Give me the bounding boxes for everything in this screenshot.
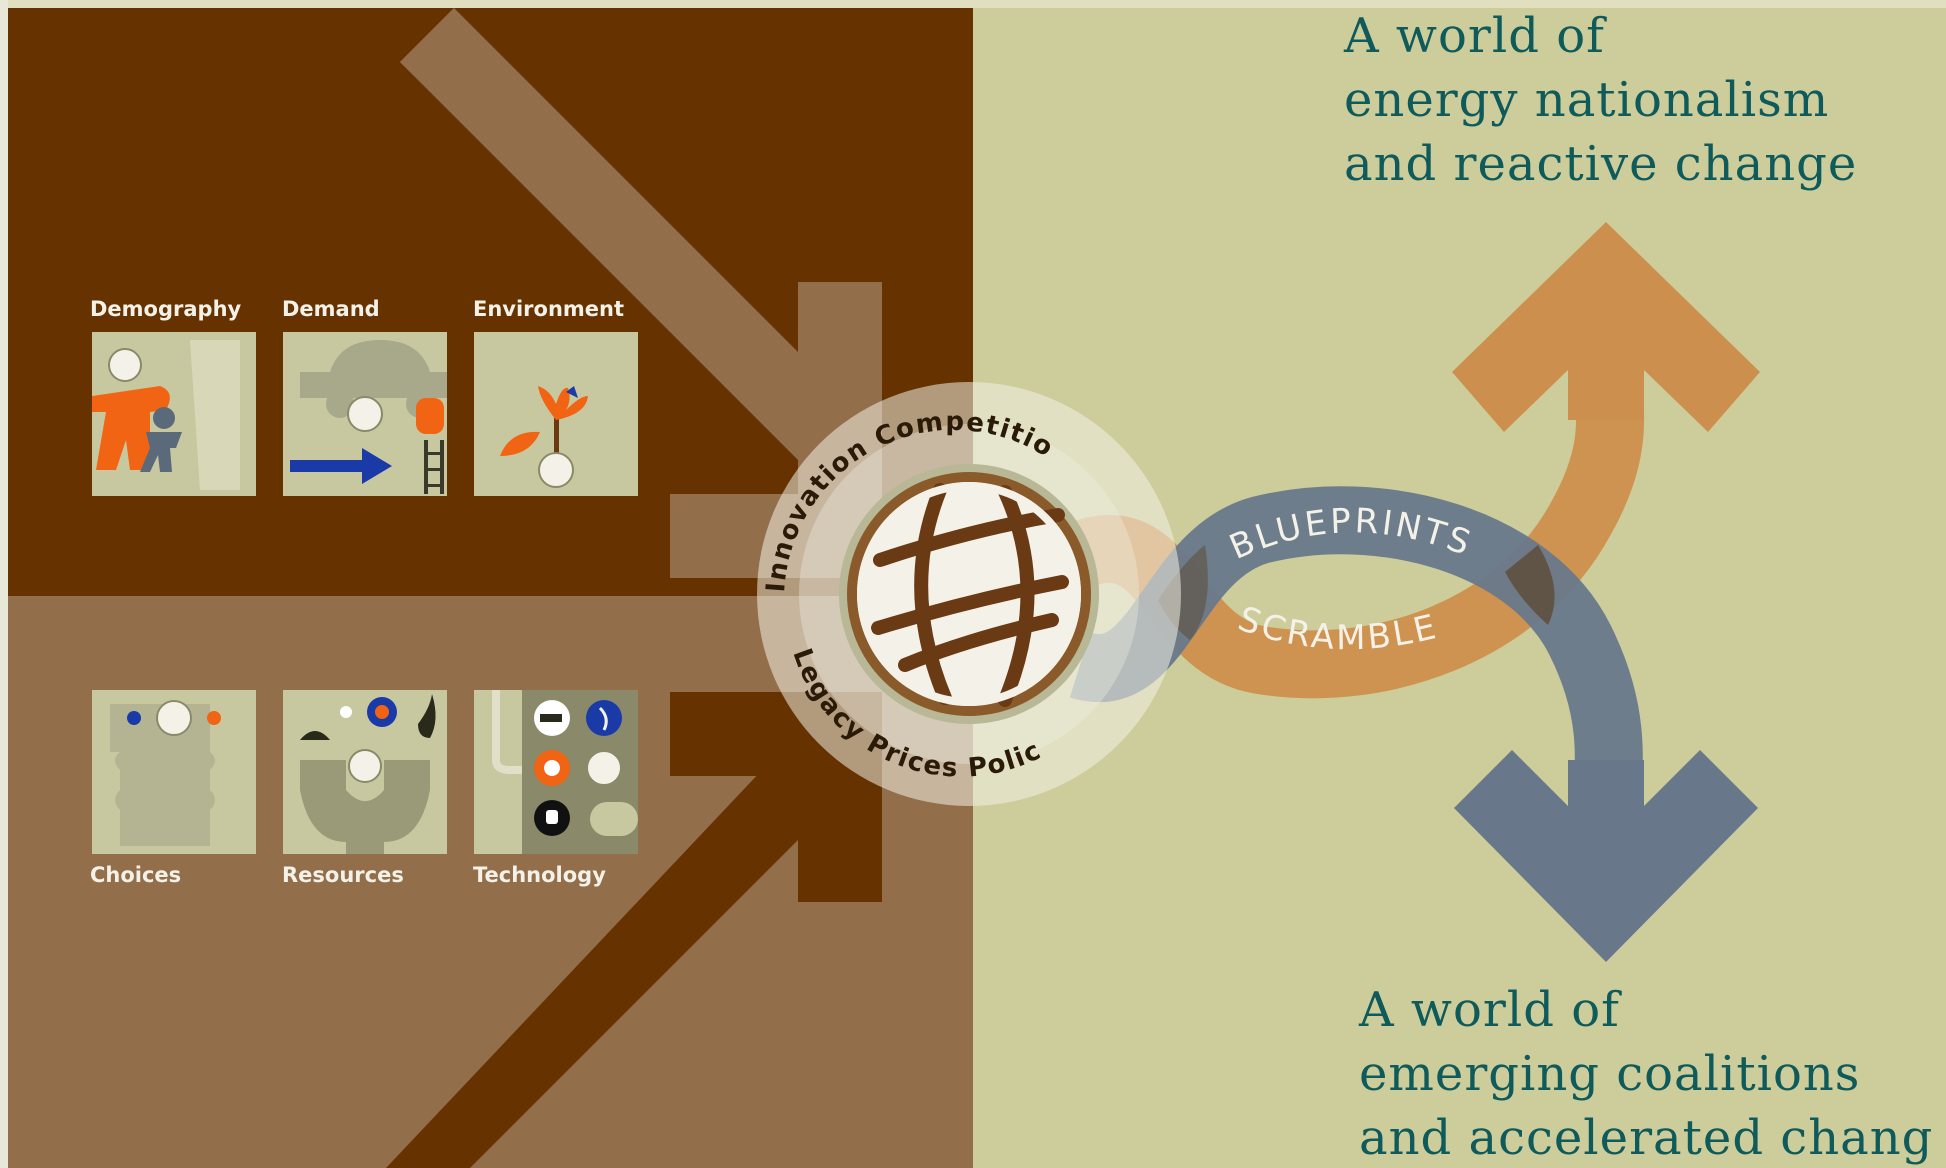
scramble-arrowhead [1452,222,1760,432]
scenario-bottom-line-2: emerging coalitions [1359,1046,1861,1102]
demography-icon [92,348,182,472]
technology-icon [492,690,638,854]
scenario-top-caption: A world of energy nationalism and reacti… [1344,4,1857,196]
left-edge [0,0,8,1168]
scenario-bottom-caption: A world of emerging coalitions and accel… [1359,978,1933,1168]
driver-choices: Choices [90,690,256,887]
driver-label: Demography [90,297,242,321]
driver-demand: Demand [282,297,447,496]
scenario-bottom-line-3: and accelerated chang [1359,1110,1934,1166]
scenario-top-line-3: and reactive change [1344,136,1858,192]
scenario-bottom-line-1: A world of [1359,982,1620,1038]
driver-label: Environment [473,297,624,321]
scenario-top-line-1: A world of [1344,8,1605,64]
driver-demography: Demography [90,297,256,496]
driver-environment: Environment [473,297,638,496]
demand-icon [290,332,447,494]
resources-icon [300,694,436,854]
scenario-top-line-2: energy nationalism [1344,72,1830,128]
choices-icon [110,700,221,846]
environment-icon [500,386,588,488]
driver-label: Resources [282,863,404,887]
globe-icon [857,482,1081,707]
driver-label: Choices [90,863,181,887]
driver-resources: Resources [282,690,447,887]
driver-label: Technology [473,863,606,887]
driver-technology: Technology [473,690,638,887]
driver-label: Demand [282,297,380,321]
top-border [0,0,1946,8]
blueprints-arrowhead [1454,750,1758,962]
